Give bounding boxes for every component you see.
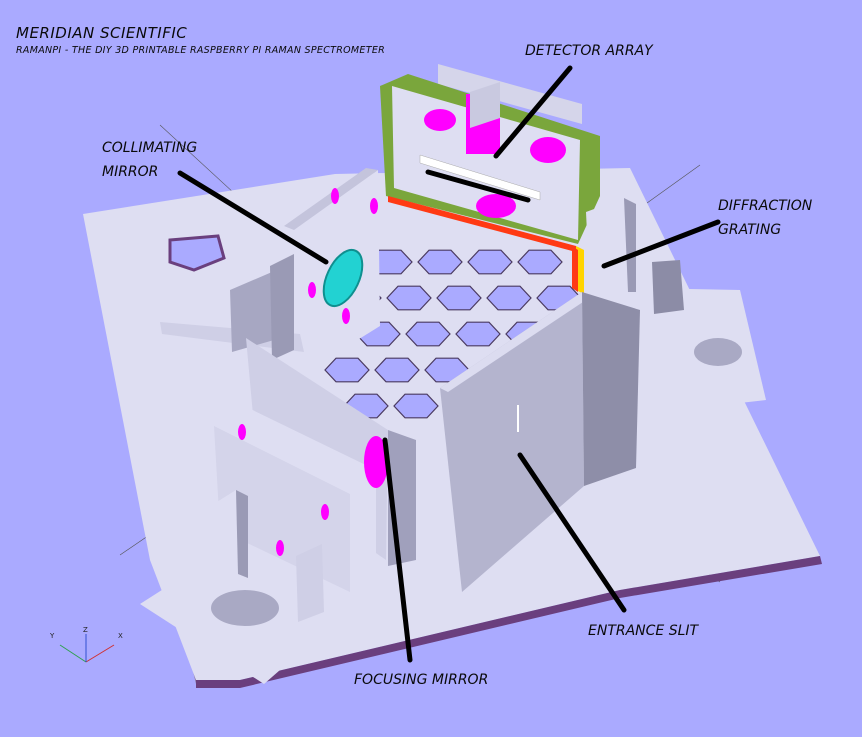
leader-collimating	[177, 170, 329, 265]
leader-focusing	[382, 437, 413, 663]
axis-x-label: X	[118, 632, 123, 640]
focusing-mirror-mount	[140, 338, 416, 684]
hex-cutout	[324, 357, 370, 383]
leader-detector-shelf	[425, 169, 531, 203]
label-focusing-mirror: FOCUSING MIRROR	[354, 672, 489, 688]
hex-cutout	[436, 285, 482, 311]
grating-post	[586, 198, 628, 296]
axis-y-line	[59, 644, 87, 663]
hex-cutout	[393, 393, 439, 419]
detector-back-plate	[438, 64, 582, 124]
hex-cutout	[374, 357, 420, 383]
entrance-slit-wall	[440, 292, 640, 592]
label-diffraction-grating: DIFFRACTION GRATING	[718, 198, 813, 238]
detector-array-housing	[380, 64, 600, 294]
focusing-bracket	[296, 544, 324, 622]
collimating-plate-side	[270, 254, 294, 360]
focusing-hole	[238, 424, 246, 440]
focusing-hole	[276, 540, 284, 556]
detector-hole	[424, 109, 456, 131]
grating-post-side	[624, 198, 636, 292]
leader-entrance	[517, 452, 627, 613]
mirror-hole	[342, 308, 350, 324]
focusing-stand-side	[236, 490, 248, 578]
leader-lines	[177, 65, 721, 663]
axis-y-label: Y	[50, 632, 55, 640]
focusing-mirror-surface	[364, 436, 388, 488]
detector-shelf	[419, 154, 541, 201]
mirror-hole	[370, 198, 378, 214]
collimating-mirror-mount	[160, 168, 380, 372]
hex-cutout	[486, 285, 532, 311]
hex-cutout	[386, 285, 432, 311]
slit-wall-top	[440, 292, 592, 392]
focusing-base-hole	[211, 590, 279, 626]
detector-sensor-strip-3	[572, 246, 578, 292]
hex-hole-left	[168, 234, 226, 272]
detector-hole	[476, 194, 516, 218]
collimating-plate-top	[284, 168, 378, 230]
label-collimating-mirror: COLLIMATING MIRROR	[102, 140, 198, 180]
axis-z-label: Z	[83, 626, 88, 634]
hex-cutout	[467, 249, 513, 275]
collimating-bracket	[230, 272, 274, 352]
label-entrance-slit: ENTRANCE SLIT	[588, 623, 699, 639]
hex-cutout	[517, 249, 563, 275]
grating-base-hole	[694, 338, 742, 366]
collimating-mirror-surface	[322, 248, 364, 308]
base-plate-front-edge	[196, 556, 822, 688]
detector-block	[470, 82, 500, 128]
grating-base-block	[652, 260, 684, 314]
leader-detector	[493, 65, 573, 159]
slit-wall-end	[582, 292, 640, 486]
hex-cutout	[455, 321, 501, 347]
header-title: MERIDIAN SCIENTIFIC	[16, 24, 188, 42]
leader-diffraction	[601, 219, 721, 269]
hex-cutout	[405, 321, 451, 347]
axis-triad	[59, 634, 115, 663]
hex-cutout	[417, 249, 463, 275]
diffraction-grating-mount	[586, 198, 766, 412]
header-subtitle: RAMANPI - THE DIY 3D PRINTABLE RASPBERRY…	[16, 45, 386, 56]
mirror-hole	[331, 188, 339, 204]
label-detector-array: DETECTOR ARRAY	[525, 43, 653, 59]
focusing-stand	[204, 490, 238, 590]
mirror-hole	[308, 282, 316, 298]
detector-hole	[530, 137, 566, 163]
axis-x-line	[85, 644, 115, 663]
detector-sensor-strip	[388, 196, 576, 252]
focusing-hole	[321, 504, 329, 520]
